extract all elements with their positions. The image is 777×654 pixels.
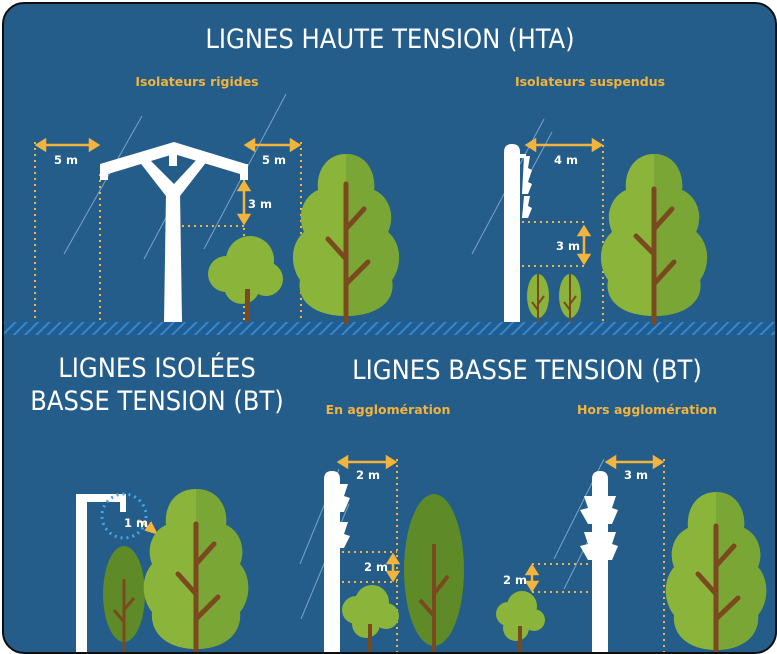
bush-1 xyxy=(208,236,283,322)
isolee-dist: 1 m xyxy=(124,516,148,530)
infographic-canvas: LIGNES HAUTE TENSION (HTA) Isolateurs ri… xyxy=(4,24,775,652)
rigid-pylon xyxy=(100,142,248,322)
bt-isolees-title-line2: BASSE TENSION (BT) xyxy=(30,386,284,417)
tree-3 xyxy=(143,489,249,652)
ground-strip xyxy=(4,322,775,335)
tree-1 xyxy=(292,154,400,325)
rigid-insulators-label: Isolateurs rigides xyxy=(135,74,258,89)
suspended-height: 3 m xyxy=(556,239,580,253)
suspended-pylon xyxy=(504,144,532,322)
rural-pole xyxy=(580,471,618,652)
urban-pole xyxy=(324,471,350,652)
bt-isolees-title-line1: LIGNES ISOLÉES xyxy=(58,352,256,384)
suspended-guides xyxy=(516,139,604,322)
urban-guides xyxy=(342,459,398,652)
lamp-arrow xyxy=(137,519,158,535)
bush-3 xyxy=(496,591,545,652)
rigid-height: 3 m xyxy=(248,197,272,211)
suspended-arrows xyxy=(524,137,604,266)
small-shrubs xyxy=(527,274,581,322)
urban-arrows xyxy=(336,454,401,583)
clearance-circle xyxy=(100,492,148,540)
suspended-insulators-label: Isolateurs suspendus xyxy=(515,74,665,89)
cypress-1 xyxy=(103,546,145,652)
urban-height: 2 m xyxy=(364,560,388,574)
suspended-dist: 4 m xyxy=(554,153,578,167)
rural-label: Hors agglomération xyxy=(577,402,717,417)
rural-arrows xyxy=(524,454,665,593)
bush-2 xyxy=(342,585,399,652)
tree-4 xyxy=(665,492,767,652)
rural-dist: 3 m xyxy=(624,468,648,482)
tree-2 xyxy=(600,154,708,325)
rural-height: 2 m xyxy=(503,573,527,587)
street-lamp xyxy=(76,494,126,652)
cypress-2 xyxy=(404,494,464,652)
rigid-dist-right: 5 m xyxy=(262,153,286,167)
urban-label: En agglomération xyxy=(326,402,451,417)
hta-title: LIGNES HAUTE TENSION (HTA) xyxy=(205,24,574,55)
bt-title: LIGNES BASSE TENSION (BT) xyxy=(352,355,702,386)
rigid-arrows xyxy=(34,137,302,226)
rigid-dist-left: 5 m xyxy=(54,153,78,167)
rural-guides xyxy=(532,459,665,652)
urban-dist: 2 m xyxy=(356,468,380,482)
